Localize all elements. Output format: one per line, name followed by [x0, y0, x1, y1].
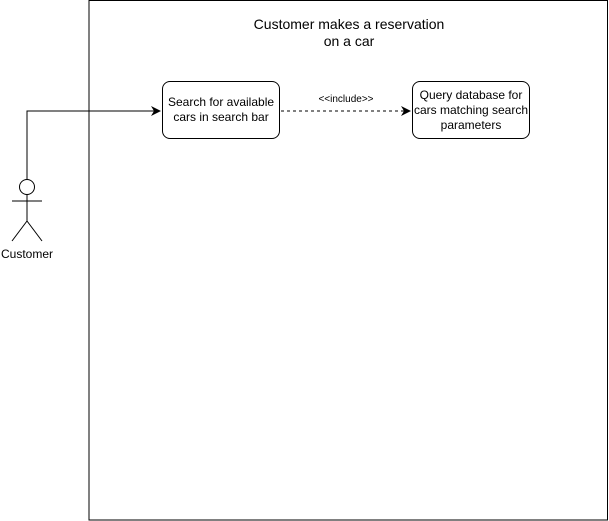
association-line — [26, 106, 161, 179]
system-boundary — [88, 0, 608, 521]
actor-head — [19, 179, 35, 195]
usecase-search-cars[interactable]: Search for available cars in search bar — [162, 81, 280, 139]
usecase-search-cars-label: Search for available cars in search bar — [167, 95, 275, 124]
system-title: Customer makes a reservation on a car — [253, 16, 445, 49]
actor-right-leg — [26, 220, 43, 242]
include-stereotype-label: <<include>> — [318, 94, 374, 105]
actor-label: Customer — [0, 247, 53, 261]
usecase-query-database[interactable]: Query database for cars matching search … — [412, 81, 530, 139]
actor-figure — [11, 179, 43, 242]
actor-left-leg — [11, 220, 28, 242]
usecase-query-database-label: Query database for cars matching search … — [413, 87, 529, 132]
